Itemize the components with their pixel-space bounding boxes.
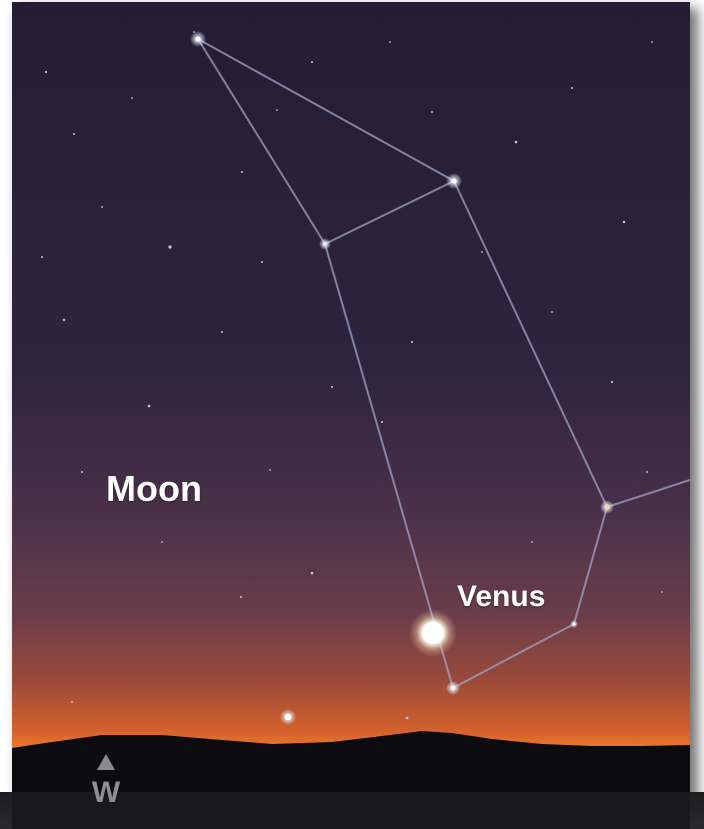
constellation-stars [190,31,614,695]
compass-direction: W [91,776,121,809]
venus-label: Venus [457,580,546,613]
star-core [572,622,576,626]
sky-panel [12,2,690,829]
moon-label: Moon [106,468,202,509]
faint-stars [41,31,663,720]
star-core [604,504,610,510]
star-core [450,685,456,691]
bright-star [280,709,296,725]
constellation-lines [197,38,690,689]
sky-chart [12,2,690,829]
star-core [195,36,201,42]
ground-band [12,792,690,829]
star-core [451,178,457,184]
compass: W [86,754,126,818]
planet-venus-icon [409,609,457,657]
triangle-up-icon [97,754,115,770]
sky-background [12,2,690,829]
star-core [322,241,328,247]
